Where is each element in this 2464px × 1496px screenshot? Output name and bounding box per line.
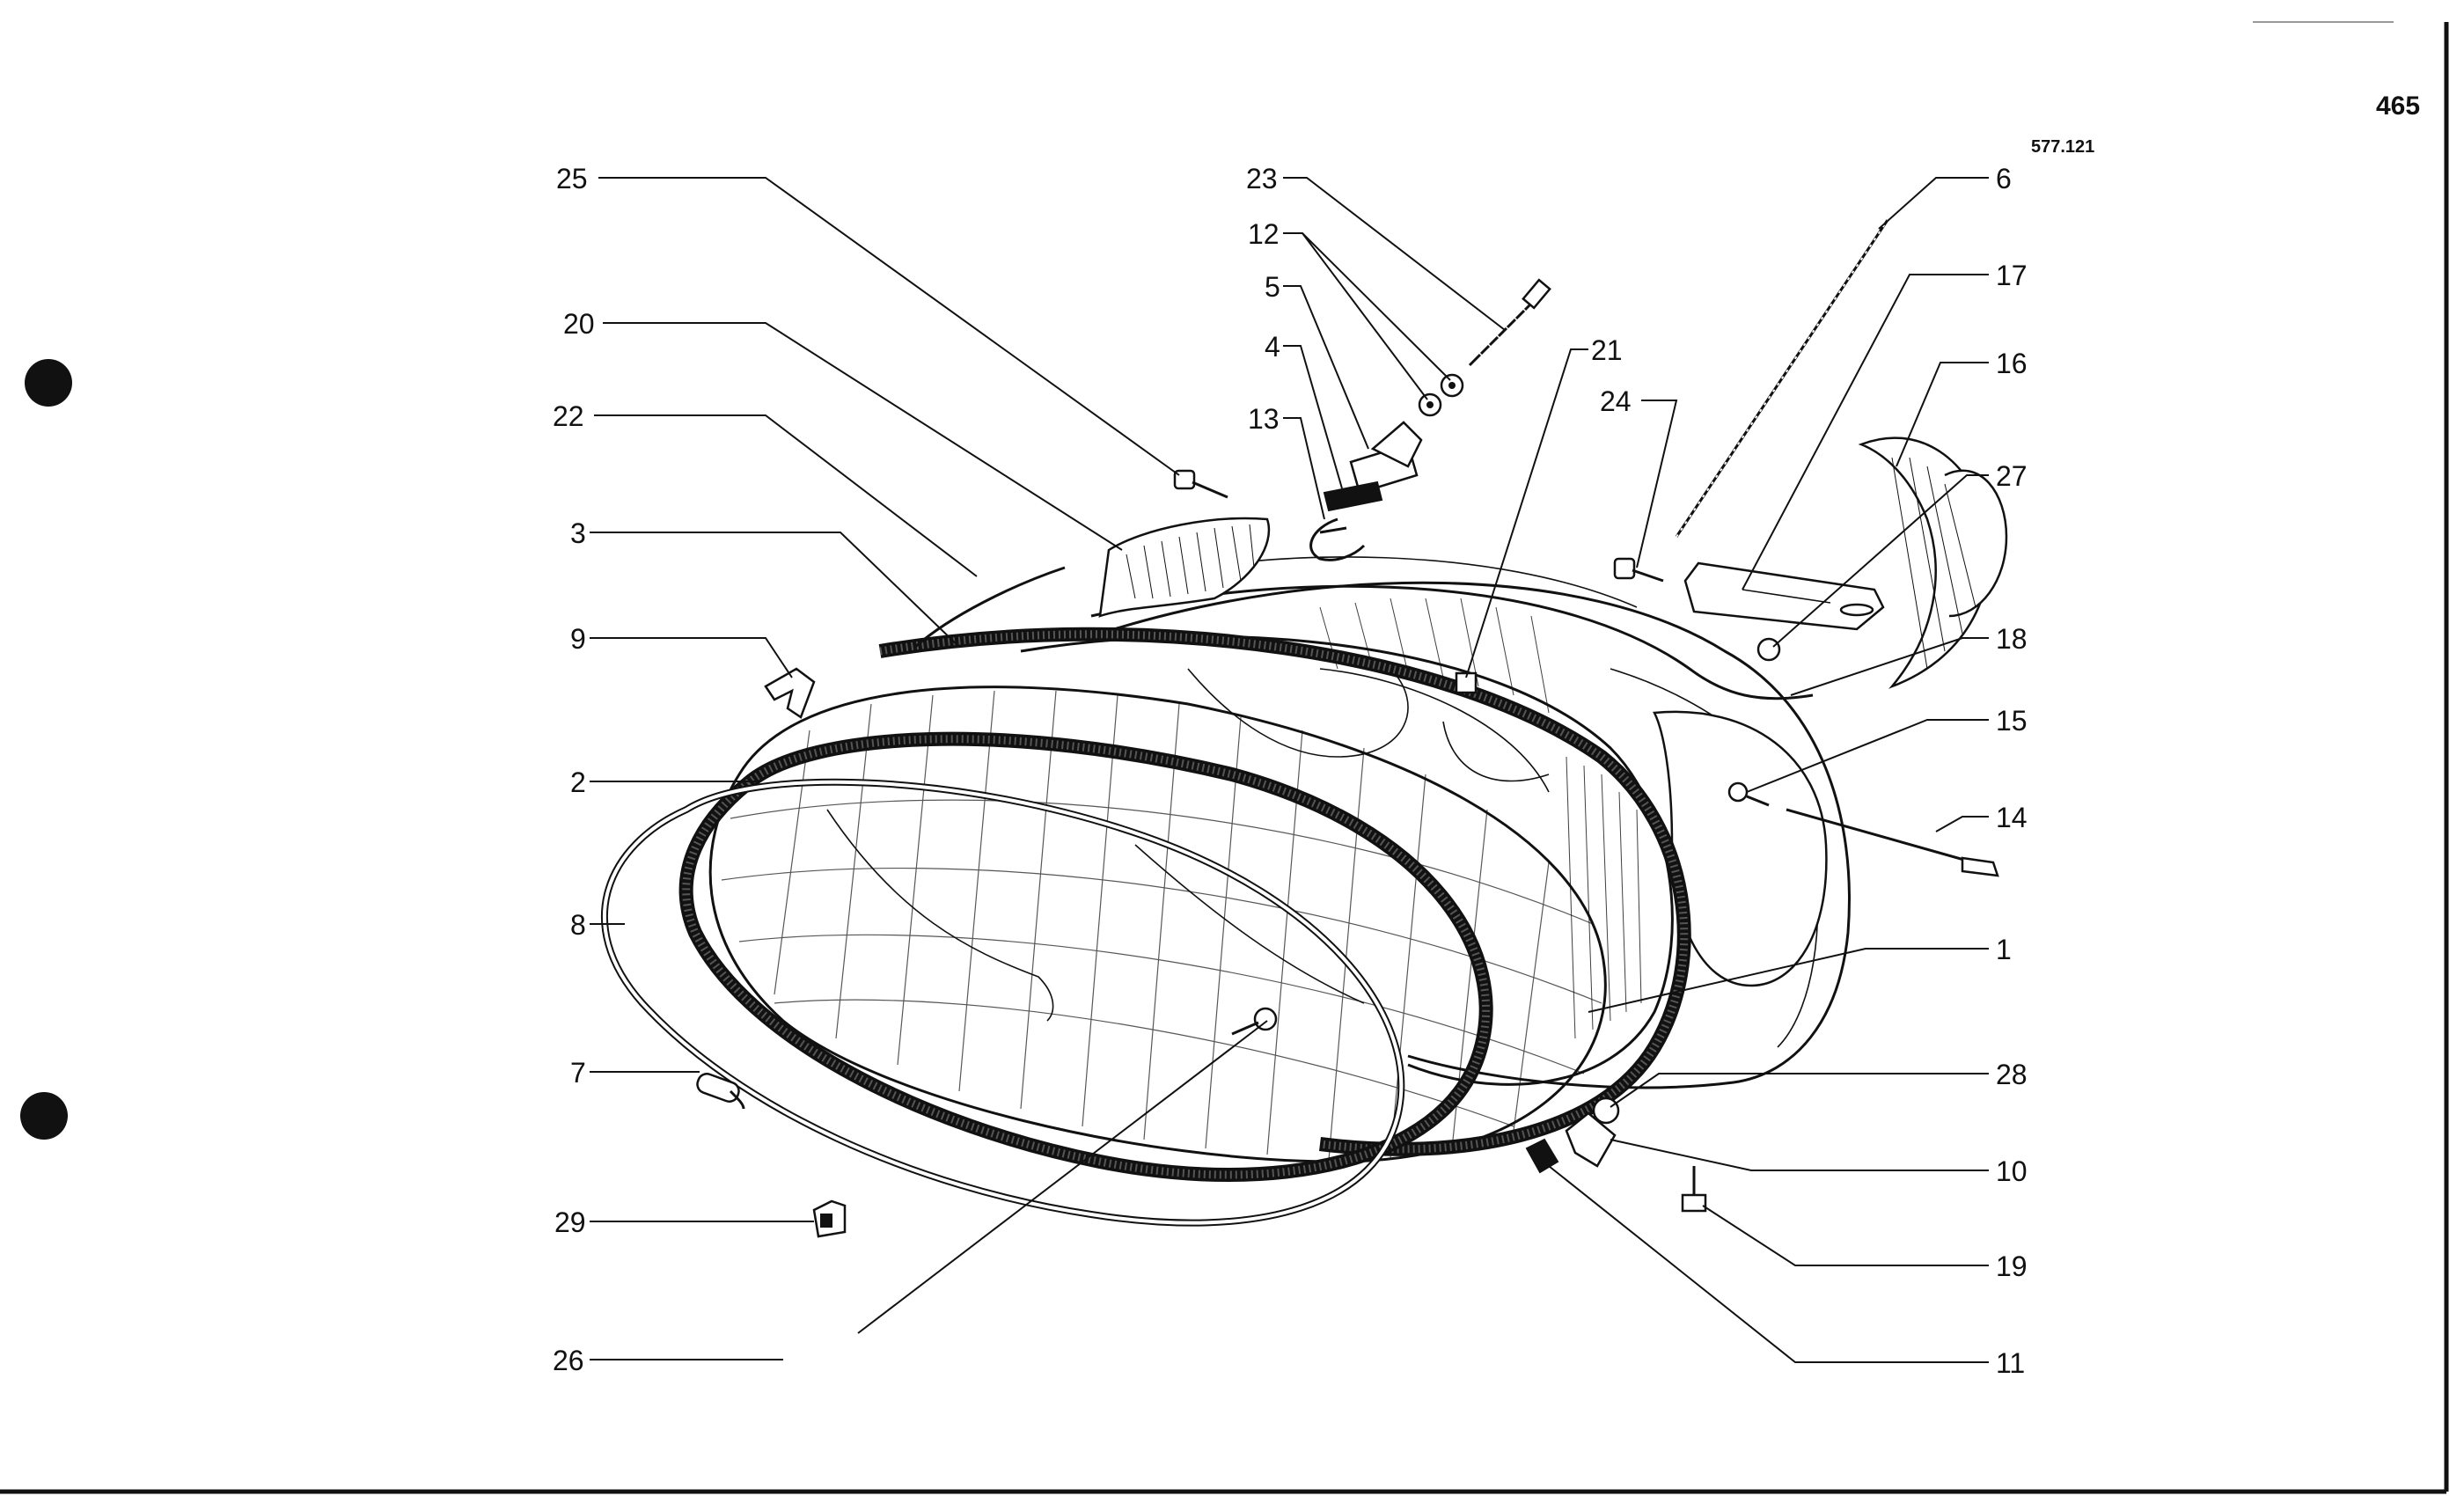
callout-4: 4 — [1265, 331, 1280, 363]
screw-25 — [1173, 469, 1228, 499]
adjusting-rod-6 — [1675, 219, 1889, 538]
nut-12b-hole — [1426, 401, 1434, 408]
binder-hole-top — [25, 359, 72, 407]
pad-11 — [1525, 1138, 1559, 1174]
nut-12a-hole — [1448, 382, 1456, 389]
callout-2: 2 — [570, 766, 586, 798]
screw-24 — [1613, 557, 1664, 583]
callout-25: 25 — [556, 163, 588, 194]
front-seal-ring-texture — [682, 735, 1491, 1179]
nut-27 — [1756, 637, 1781, 662]
wire-22 — [914, 566, 1066, 649]
lens-gasket-texture — [879, 630, 1689, 1154]
binder-hole-bottom — [20, 1092, 68, 1140]
bolt-19 — [1681, 1166, 1707, 1213]
clip-13 — [1309, 517, 1366, 561]
callout-18: 18 — [1996, 623, 2028, 655]
clip-9 — [764, 667, 816, 719]
front-seal-ring — [678, 731, 1493, 1182]
callout-16: 16 — [1996, 348, 2028, 379]
callout-17: 17 — [1996, 260, 2028, 291]
callout-labels: 25 20 22 3 9 2 8 7 29 26 23 12 5 4 13 21… — [553, 163, 2028, 1379]
callout-5: 5 — [1265, 271, 1280, 303]
lens-gasket — [878, 627, 1691, 1156]
nut-21 — [1455, 671, 1478, 694]
callout-9: 9 — [570, 623, 586, 655]
clip-10 — [1565, 1111, 1617, 1168]
headlamp-glass-lens — [708, 686, 1607, 1163]
callout-29: 29 — [554, 1206, 586, 1238]
callout-6: 6 — [1996, 163, 2012, 194]
sleeve-7 — [696, 1073, 745, 1110]
top-bracket-20 — [1098, 517, 1271, 618]
callout-23: 23 — [1246, 163, 1278, 194]
front-trim-ring — [600, 778, 1405, 1227]
callout-21: 21 — [1591, 334, 1623, 366]
callout-3: 3 — [570, 517, 586, 549]
callout-14: 14 — [1996, 802, 2028, 833]
callout-1: 1 — [1996, 934, 2012, 965]
callout-27: 27 — [1996, 460, 2028, 492]
drawing-number: 577.121 — [2031, 137, 2094, 157]
callout-19: 19 — [1996, 1250, 2028, 1282]
callout-24: 24 — [1600, 385, 1632, 417]
pad-4 — [1323, 480, 1383, 512]
clip-29 — [812, 1199, 847, 1238]
inner-wire — [826, 809, 1054, 1022]
callout-12: 12 — [1248, 218, 1280, 250]
callout-22: 22 — [553, 400, 584, 432]
rod-14 — [1786, 808, 1999, 877]
rear-cap-16 — [1858, 436, 2008, 689]
callout-15: 15 — [1996, 705, 2028, 737]
callout-8: 8 — [570, 909, 586, 941]
nut-28 — [1592, 1096, 1620, 1125]
callout-20: 20 — [563, 308, 595, 340]
adjusting-screw-23 — [1468, 278, 1551, 367]
page-number: 465 — [2376, 92, 2420, 121]
callout-7: 7 — [570, 1057, 586, 1089]
front-trim-ring-inner — [602, 780, 1404, 1225]
screw-26 — [1231, 1007, 1278, 1036]
callout-13: 13 — [1248, 403, 1280, 435]
callout-28: 28 — [1996, 1059, 2028, 1090]
callout-26: 26 — [553, 1345, 584, 1376]
spring-block-5 — [1349, 421, 1423, 495]
callout-10: 10 — [1996, 1155, 2028, 1187]
bracket-plate-17 — [1683, 561, 1885, 631]
inner-spring — [1134, 844, 1365, 1004]
leader-lines — [590, 177, 1989, 1363]
callout-11: 11 — [1996, 1347, 2025, 1379]
